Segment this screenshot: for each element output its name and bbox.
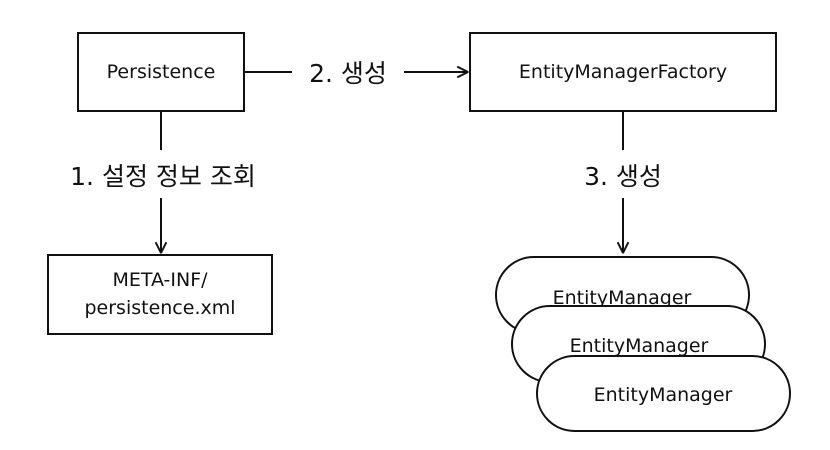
entity-manager-shape-3 (536, 355, 791, 432)
meta-inf-label-line2: persistence.xml (84, 297, 235, 319)
persistence-node: Persistence (77, 32, 245, 112)
entity-manager-stack: EntityManager EntityManager EntityManage… (495, 256, 791, 432)
persistence-label: Persistence (107, 61, 216, 83)
entity-manager-label-1: EntityManager (553, 287, 692, 309)
meta-inf-label-line1: META-INF/ (112, 269, 208, 291)
meta-inf-node: META-INF/ persistence.xml (47, 254, 273, 335)
read-config-edge: 1. 설정 정보 조회 (70, 111, 256, 253)
create-factory-label: 2. 생성 (309, 59, 387, 88)
entity-manager-label-2: EntityManager (570, 335, 709, 357)
read-config-label: 1. 설정 정보 조회 (70, 162, 256, 191)
entity-manager-node-3: EntityManager (536, 355, 791, 432)
entity-manager-factory-box (469, 32, 777, 112)
persistence-box (77, 32, 245, 112)
create-factory-edge: 2. 생성 (244, 59, 468, 88)
create-managers-label: 3. 생성 (584, 162, 662, 191)
entity-manager-factory-node: EntityManagerFactory (469, 32, 777, 112)
entity-manager-factory-label: EntityManagerFactory (519, 61, 727, 83)
entity-manager-label-3: EntityManager (594, 384, 733, 406)
create-managers-edge: 3. 생성 (584, 111, 662, 253)
meta-inf-box (47, 254, 273, 335)
